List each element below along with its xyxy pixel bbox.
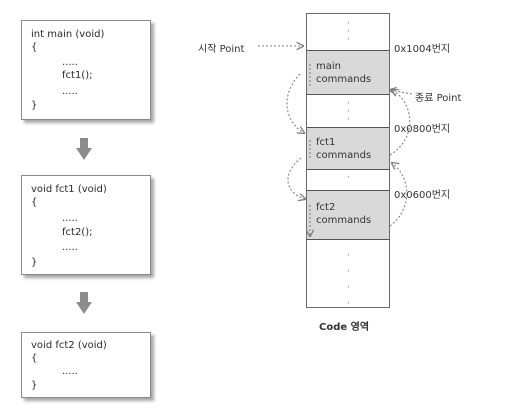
code-line: ..... (62, 213, 78, 224)
code-line: void fct1 (void) (31, 184, 107, 195)
code-area-memory: ··· main commands ··· fct1 commands · fc… (306, 13, 390, 309)
code-line: fct2(); (62, 227, 93, 238)
return-arrow-fct2-fct1 (389, 163, 408, 227)
code-line: } (31, 257, 38, 268)
memory-segment-fct2: fct2 commands (307, 190, 389, 240)
memory-segment-main: main commands (307, 50, 389, 95)
ellipsis-dots: · (347, 173, 350, 183)
code-line: ..... (62, 86, 78, 97)
segment-label: fct2 (316, 202, 336, 213)
address-label-main: 0x1004번지 (394, 44, 451, 55)
code-line: { (31, 197, 38, 208)
ellipsis-dots: ··· (347, 19, 350, 45)
ellipsis-dots: ···· (347, 251, 350, 309)
ellipsis-dots: ··· (347, 99, 350, 125)
memory-segment-fct1: fct1 commands (307, 127, 389, 170)
code-line: } (31, 380, 38, 391)
code-box-main: int main (void) { ..... fct1(); ..... } (21, 20, 151, 120)
code-line: ..... (62, 57, 78, 68)
code-line: { (31, 42, 38, 53)
down-arrow-icon (76, 138, 92, 160)
segment-label: main (316, 61, 341, 72)
return-arrow-fct1-main (389, 90, 411, 156)
code-line: } (31, 100, 38, 111)
call-arrow-main-fct1 (286, 73, 304, 133)
segment-label: commands (316, 150, 372, 161)
code-line: int main (void) (31, 29, 105, 40)
code-line: { (31, 353, 38, 364)
code-line: ..... (62, 366, 78, 377)
down-arrow-icon (76, 292, 92, 314)
address-label-fct2: 0x0600번지 (394, 190, 451, 201)
code-box-fct1: void fct1 (void) { ..... fct2(); ..... } (21, 175, 151, 275)
code-line: ..... (62, 242, 78, 253)
start-point-label: 시작 Point (198, 44, 245, 55)
code-line: fct1(); (62, 70, 93, 81)
code-box-fct2: void fct2 (void) { ..... } (21, 332, 151, 398)
end-point-label: 종료 Point (415, 93, 462, 104)
address-label-fct1: 0x0800번지 (394, 124, 451, 135)
segment-label: fct1 (316, 137, 336, 148)
segment-label: commands (316, 74, 372, 85)
memory-caption: Code 영역 (319, 322, 370, 333)
call-arrow-fct1-fct2 (287, 157, 305, 199)
code-line: void fct2 (void) (31, 340, 107, 351)
segment-label: commands (316, 215, 372, 226)
